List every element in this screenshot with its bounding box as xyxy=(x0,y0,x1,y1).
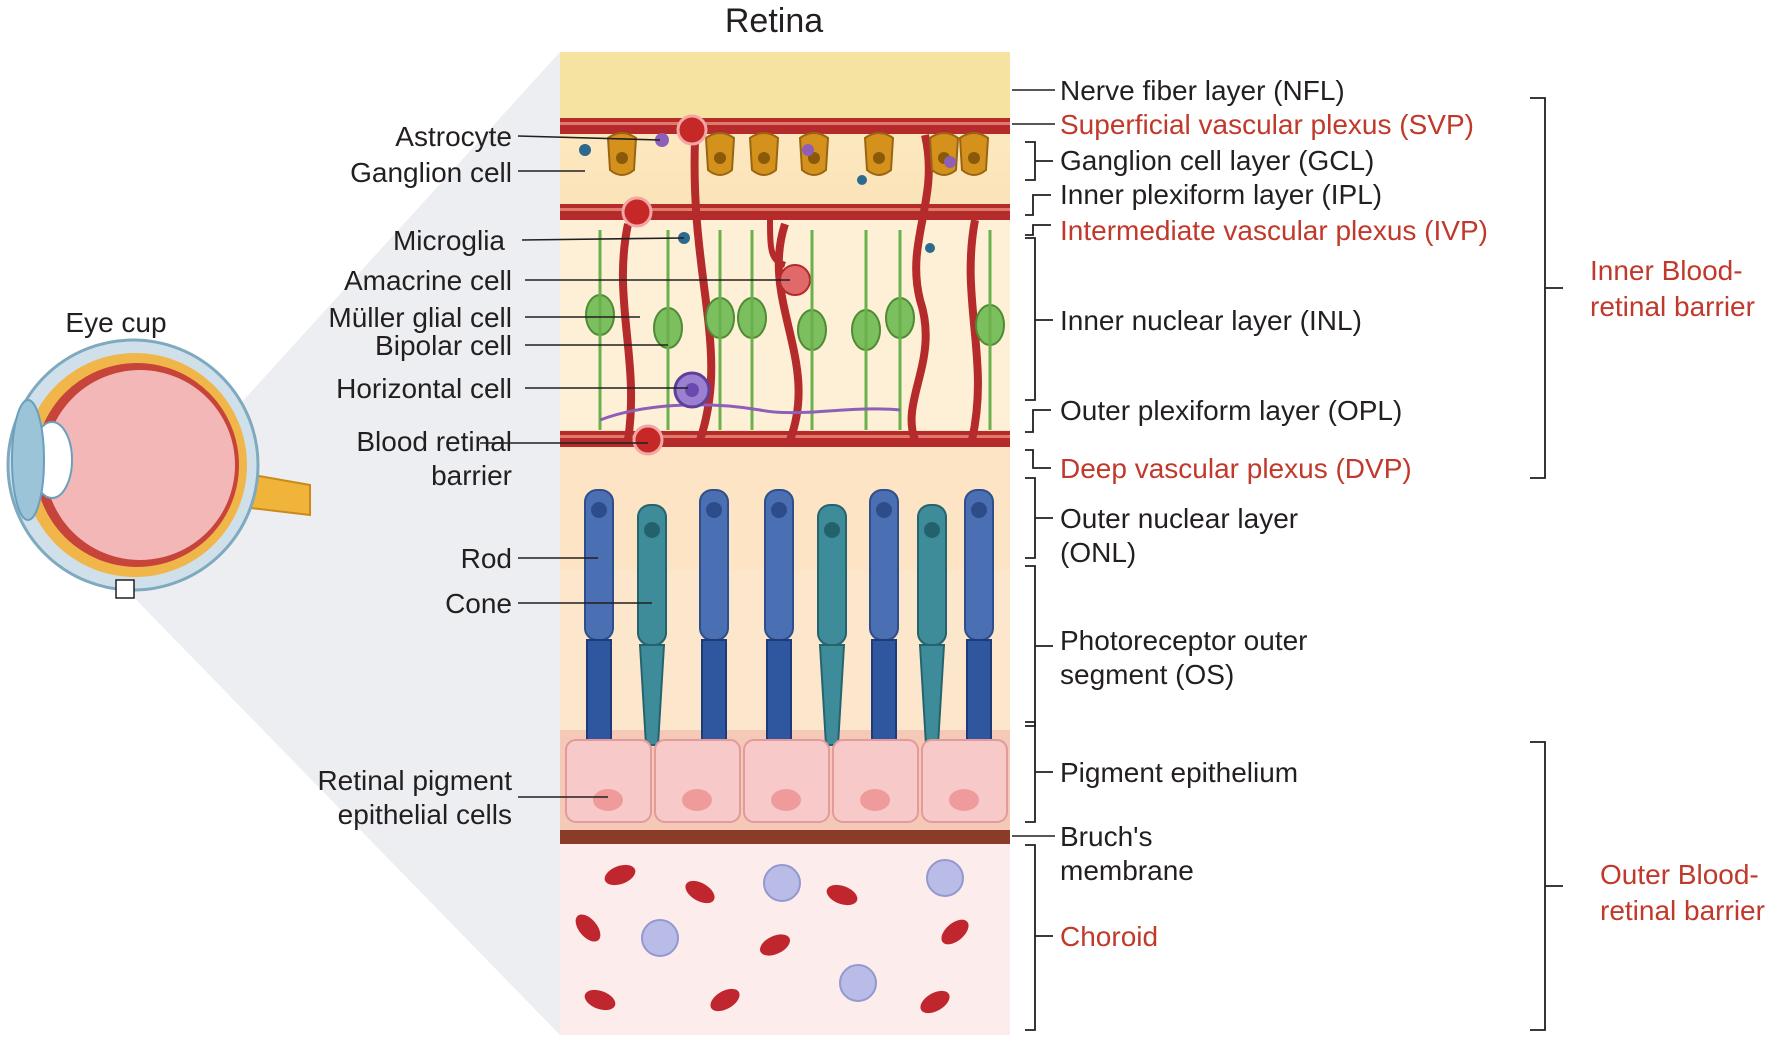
retina-panel xyxy=(560,52,1010,1035)
label-amacrine-cell: Amacrine cell xyxy=(344,265,512,296)
choroid-rbcs xyxy=(575,864,969,1014)
inner-barrier-bracket xyxy=(1530,97,1563,479)
left-labels: Astrocyte Ganglion cell Microglia Amacri… xyxy=(317,121,512,830)
label-horizontal-cell: Horizontal cell xyxy=(336,373,512,404)
label-os-1: Photoreceptor outer xyxy=(1060,625,1308,656)
left-leader-lines xyxy=(480,135,790,798)
rod-cells xyxy=(584,489,994,641)
diagram-title: Retina xyxy=(725,2,823,40)
label-cone: Cone xyxy=(445,588,512,619)
label-ganglion-cell: Ganglion cell xyxy=(350,157,512,188)
label-gcl: Ganglion cell layer (GCL) xyxy=(1060,145,1374,176)
eye-cup xyxy=(6,338,311,599)
right-leader-lines xyxy=(1012,89,1563,1031)
label-microglia: Microglia xyxy=(393,225,505,256)
label-ipl: Inner plexiform layer (IPL) xyxy=(1060,179,1382,210)
label-outer-barrier-1: Outer Blood- xyxy=(1600,859,1759,890)
label-pigment-epithelium: Pigment epithelium xyxy=(1060,757,1298,788)
label-choroid: Choroid xyxy=(1060,921,1158,952)
label-rod: Rod xyxy=(461,543,512,574)
label-opl: Outer plexiform layer (OPL) xyxy=(1060,395,1402,426)
label-os-2: segment (OS) xyxy=(1060,659,1234,690)
outer-barrier-bracket xyxy=(1530,741,1563,1031)
label-astrocyte: Astrocyte xyxy=(395,121,512,152)
label-svp: Superficial vascular plexus (SVP) xyxy=(1060,109,1474,140)
label-inl: Inner nuclear layer (INL) xyxy=(1060,305,1362,336)
label-bipolar-cell: Bipolar cell xyxy=(375,330,512,361)
layer-nfl xyxy=(560,52,1010,120)
label-dvp: Deep vascular plexus (DVP) xyxy=(1060,453,1412,484)
choroid-leukocytes xyxy=(641,859,964,1002)
label-nfl: Nerve fiber layer (NFL) xyxy=(1060,75,1345,106)
eye-cup-label: Eye cup xyxy=(65,307,166,338)
astrocyte-cells xyxy=(655,133,956,168)
label-blood-retinal-barrier-2: barrier xyxy=(431,460,512,491)
eye-sample-box xyxy=(115,579,135,599)
rpe-cells xyxy=(565,739,1008,823)
label-onl-2: (ONL) xyxy=(1060,537,1136,568)
cone-cells xyxy=(637,504,947,646)
zoom-funnel xyxy=(112,52,560,1035)
layer-bruch xyxy=(560,830,1010,844)
label-muller-glial-cell: Müller glial cell xyxy=(328,302,512,333)
label-bruch-2: membrane xyxy=(1060,855,1194,886)
right-labels: Nerve fiber layer (NFL) Superficial vasc… xyxy=(1060,75,1488,952)
label-onl-1: Outer nuclear layer xyxy=(1060,503,1298,534)
label-rpe-1: Retinal pigment xyxy=(317,765,512,796)
label-inner-barrier-1: Inner Blood- xyxy=(1590,255,1743,286)
label-inner-barrier-2: retinal barrier xyxy=(1590,291,1755,322)
label-ivp: Intermediate vascular plexus (IVP) xyxy=(1060,215,1488,246)
label-rpe-2: epithelial cells xyxy=(338,799,512,830)
vessel-svp xyxy=(560,118,1010,134)
label-outer-barrier-2: retinal barrier xyxy=(1600,895,1765,926)
label-blood-retinal-barrier-1: Blood retinal xyxy=(356,426,512,457)
vessel-rbcs xyxy=(621,114,708,456)
barrier-labels: Inner Blood- retinal barrier Outer Blood… xyxy=(1590,255,1765,926)
label-bruch-1: Bruch's xyxy=(1060,821,1153,852)
